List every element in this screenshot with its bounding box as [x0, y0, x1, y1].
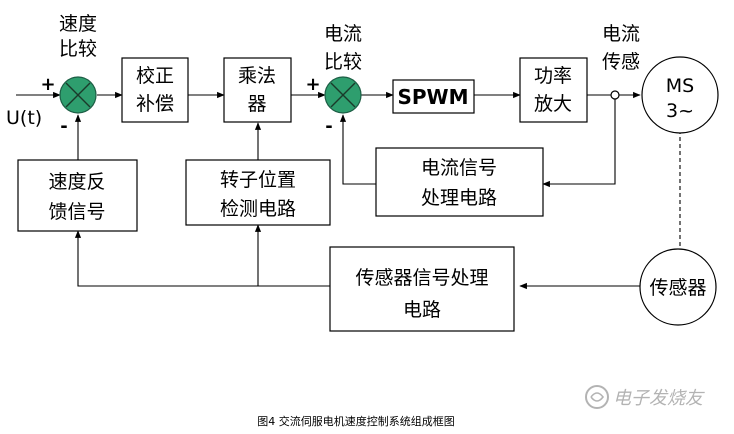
power-amplifier-block: 功率 放大: [519, 57, 588, 123]
sum1-plus-sign: +: [40, 74, 55, 95]
power-amplifier-label-line2: 放大: [534, 93, 572, 115]
input-label: U(t): [6, 107, 42, 129]
proc-to-speed-wire: [74, 230, 258, 287]
speed-feedback-label-line1: 速度反: [48, 171, 105, 193]
motor-label-line1: MS: [666, 75, 694, 97]
compensator-label-line1: 校正: [136, 65, 174, 87]
sensor-processing-label-line1: 传感器信号处理: [355, 267, 488, 289]
sensor-label: 传感器: [649, 277, 706, 299]
current-sense-node: [610, 90, 620, 100]
multiplier-label-line2: 器: [247, 93, 266, 115]
multiplier-block: 乘法 器: [223, 57, 292, 123]
current-processing-label-line1: 电流信号: [421, 157, 497, 179]
speed-feedback-block: 速度反 馈信号: [17, 159, 138, 232]
proc-to-position-wire: [254, 224, 330, 287]
current-compare-junction: [324, 76, 362, 114]
spwm-label: SPWM: [397, 85, 468, 109]
sum1-minus-sign: -: [60, 116, 67, 137]
sum1-title-line1: 速度: [59, 13, 97, 35]
current-sense-wire: [542, 99, 616, 188]
spwm-block: SPWM: [392, 79, 475, 114]
power-amplifier-label-line1: 功率: [534, 65, 572, 87]
compensator-label-line2: 补偿: [136, 93, 174, 115]
sum2-title-line2: 比较: [324, 51, 362, 73]
current-feedback-wire: [339, 114, 376, 185]
current-signal-processing-block: 电流信号 处理电路: [375, 147, 544, 217]
sensor-processing-label-line2: 电路: [403, 299, 441, 321]
watermark-text: 电子发烧友: [613, 388, 705, 409]
current-sense-label-line1: 电流: [602, 23, 640, 45]
rotor-position-label-line1: 转子位置: [220, 169, 296, 191]
rotor-position-label-line2: 检测电路: [220, 198, 296, 220]
sensor-circle: 传感器: [639, 248, 717, 326]
current-processing-label-line2: 处理电路: [421, 187, 497, 209]
sum2-minus-sign: -: [325, 116, 332, 137]
current-sense-label-line2: 传感: [602, 51, 640, 73]
sensor-signal-processing-block: 传感器信号处理 电路: [329, 246, 515, 332]
motor-label-line2: 3~: [666, 100, 694, 122]
figure-caption: 图4 交流伺服电机速度控制系统组成框图: [257, 414, 455, 428]
sum2-title-line1: 电流: [324, 23, 362, 45]
multiplier-label-line1: 乘法: [238, 65, 276, 87]
compensator-block: 校正 补偿: [121, 57, 189, 123]
rotor-position-detection-block: 转子位置 检测电路: [185, 159, 331, 226]
sum2-plus-sign: +: [305, 74, 320, 95]
speed-compare-junction: [59, 76, 97, 114]
speed-feedback-label-line2: 馈信号: [48, 201, 105, 223]
watermark-logo: 电子发烧友: [585, 385, 705, 409]
motor-circle: MS 3~: [641, 56, 719, 134]
sum1-title-line2: 比较: [59, 38, 97, 60]
signal-wires: [16, 91, 681, 290]
